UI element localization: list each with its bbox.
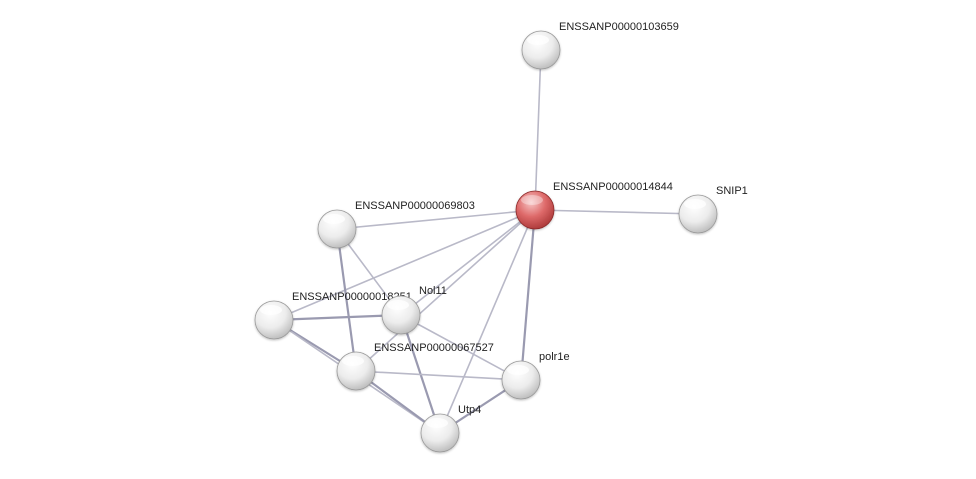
node-ENSSANP00000069803[interactable]: ENSSANP00000069803 bbox=[317, 200, 475, 249]
node-label: ENSSANP00000067527 bbox=[374, 342, 494, 354]
node-Nol11[interactable]: Nol11 bbox=[381, 285, 447, 335]
edge-ENSSANP00000014844-Nol11[interactable] bbox=[400, 209, 536, 316]
node-ENSSANP00000014844[interactable]: ENSSANP00000014844 bbox=[515, 181, 673, 230]
edge-ENSSANP00000014844-ENSSANP00000067527[interactable] bbox=[355, 209, 536, 372]
node-gloss bbox=[260, 305, 282, 315]
edge-ENSSANP00000069803-ENSSANP00000067527[interactable] bbox=[335, 227, 358, 373]
node-gloss bbox=[507, 365, 529, 375]
node-SNIP1[interactable]: SNIP1 bbox=[678, 185, 748, 234]
edge-ENSSANP00000014844-Utp4[interactable] bbox=[439, 209, 536, 434]
node-ENSSANP00000018251[interactable]: ENSSANP00000018251 bbox=[254, 291, 412, 340]
node-ENSSANP00000067527[interactable]: ENSSANP00000067527 bbox=[336, 342, 494, 391]
edge-ENSSANP00000018251-Nol11[interactable] bbox=[272, 313, 403, 322]
node-gloss bbox=[387, 300, 409, 310]
edge-ENSSANP00000014844-ENSSANP00000069803[interactable] bbox=[336, 209, 536, 230]
node-gloss bbox=[342, 356, 364, 366]
edge-ENSSANP00000014844-SNIP1[interactable] bbox=[534, 209, 699, 215]
node-polr1e[interactable]: polr1e bbox=[501, 351, 570, 400]
node-label: ENSSANP00000014844 bbox=[553, 181, 673, 193]
node-label: SNIP1 bbox=[716, 185, 748, 197]
node-gloss bbox=[521, 195, 543, 205]
edge-ENSSANP00000014844-ENSSANP00000018251[interactable] bbox=[273, 209, 536, 321]
edge-Nol11-polr1e[interactable] bbox=[400, 314, 522, 381]
node-label: ENSSANP00000018251 bbox=[292, 291, 412, 303]
edge-ENSSANP00000067527-polr1e[interactable] bbox=[355, 370, 522, 381]
node-label: polr1e bbox=[539, 351, 570, 363]
node-Utp4[interactable]: Utp4 bbox=[420, 404, 481, 453]
node-label: ENSSANP00000103659 bbox=[559, 21, 679, 33]
edge-ENSSANP00000014844-polr1e[interactable] bbox=[519, 208, 537, 382]
node-label: Utp4 bbox=[458, 404, 481, 416]
node-bubble[interactable] bbox=[515, 190, 555, 230]
node-gloss bbox=[426, 418, 448, 428]
node-gloss bbox=[323, 214, 345, 224]
node-label: ENSSANP00000069803 bbox=[355, 200, 475, 212]
node-gloss bbox=[527, 35, 549, 45]
node-ENSSANP00000103659[interactable]: ENSSANP00000103659 bbox=[521, 21, 679, 70]
edge-ENSSANP00000014844-ENSSANP00000103659[interactable] bbox=[534, 49, 542, 211]
node-label: Nol11 bbox=[419, 285, 447, 297]
node-gloss bbox=[684, 199, 706, 209]
